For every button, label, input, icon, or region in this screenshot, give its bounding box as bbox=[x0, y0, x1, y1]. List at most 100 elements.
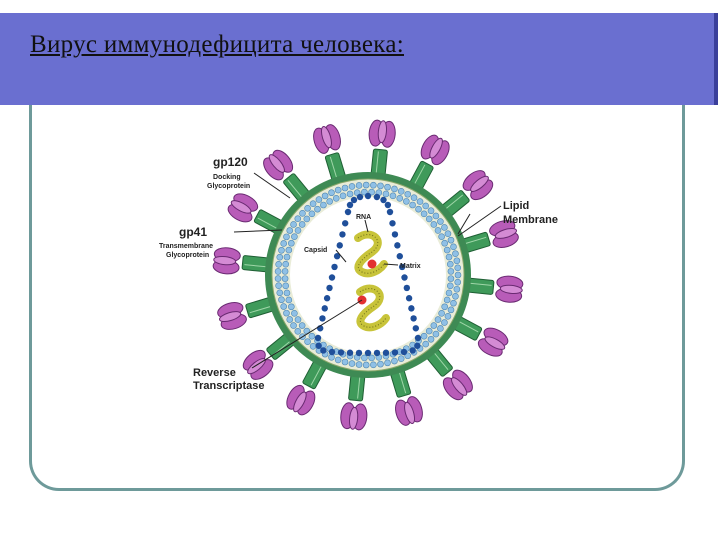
matrix-protein bbox=[382, 190, 390, 198]
matrix-protein bbox=[384, 183, 391, 191]
matrix-protein bbox=[441, 303, 448, 311]
matrix-protein bbox=[396, 195, 404, 202]
matrix-protein bbox=[285, 246, 293, 254]
matrix-protein bbox=[443, 246, 451, 254]
capsid-protein bbox=[344, 208, 352, 216]
capsid-protein bbox=[355, 349, 363, 357]
matrix-protein bbox=[391, 185, 398, 193]
capsid-protein bbox=[400, 348, 408, 356]
capsid-protein bbox=[405, 295, 413, 302]
label-gp41-sub2: Glycoprotein bbox=[166, 252, 209, 259]
glycoprotein-spike bbox=[409, 134, 450, 190]
matrix-protein bbox=[370, 361, 377, 369]
capsid-protein bbox=[333, 253, 341, 260]
matrix-protein bbox=[432, 212, 440, 220]
matrix-protein bbox=[308, 332, 316, 340]
matrix-protein bbox=[309, 200, 317, 207]
gp41-stalk bbox=[348, 373, 366, 402]
matrix-protein bbox=[453, 285, 461, 293]
glycoprotein-spike bbox=[227, 193, 283, 234]
matrix-protein bbox=[282, 260, 290, 268]
matrix-protein bbox=[362, 181, 370, 189]
label-capsid: Capsid bbox=[304, 247, 327, 254]
capsid-protein bbox=[319, 315, 326, 322]
gp120-lobe-center bbox=[404, 401, 416, 424]
matrix-protein bbox=[377, 360, 384, 368]
capsid-protein bbox=[356, 193, 364, 201]
matrix-protein bbox=[368, 354, 375, 362]
matrix-protein bbox=[384, 359, 391, 367]
capsid-protein bbox=[389, 220, 396, 227]
matrix-protein bbox=[453, 257, 461, 265]
capsid-protein bbox=[384, 201, 392, 209]
matrix-protein bbox=[446, 260, 454, 268]
matrix-protein bbox=[276, 253, 284, 261]
capsid-protein bbox=[328, 348, 336, 356]
gp41-stalk bbox=[241, 255, 270, 273]
label-reverse: Reverse bbox=[193, 367, 236, 379]
matrix-protein bbox=[291, 310, 298, 317]
capsid-protein bbox=[323, 295, 331, 302]
matrix-protein bbox=[278, 296, 285, 304]
matrix-protein bbox=[450, 299, 457, 307]
gp120-lobe-center bbox=[451, 377, 468, 396]
capsid-protein bbox=[396, 253, 403, 260]
matrix-protein bbox=[276, 289, 284, 297]
matrix-protein bbox=[315, 196, 323, 203]
matrix-protein bbox=[361, 354, 368, 362]
label-membrane: Membrane bbox=[503, 214, 558, 226]
capsid-protein bbox=[328, 274, 336, 281]
matrix-protein bbox=[298, 322, 306, 329]
matrix-protein bbox=[444, 230, 452, 237]
gp120-lobe-center bbox=[499, 284, 523, 295]
gp120-lobe-center bbox=[377, 120, 388, 144]
title-band: Вирус иммунодефицита человека: bbox=[0, 13, 718, 111]
matrix-protein bbox=[420, 210, 428, 218]
glycoprotein-spike bbox=[286, 360, 327, 416]
matrix-protein bbox=[334, 186, 342, 194]
matrix-protein bbox=[454, 271, 462, 279]
matrix-protein bbox=[320, 201, 327, 209]
matrix-protein bbox=[425, 215, 433, 223]
matrix-protein bbox=[441, 319, 448, 326]
glycoprotein-spike bbox=[212, 247, 270, 275]
matrix-protein bbox=[328, 189, 335, 197]
capsid-protein bbox=[398, 263, 406, 271]
title-band-edge bbox=[714, 13, 718, 105]
gp120-lobe-center bbox=[429, 137, 443, 159]
matrix-protein bbox=[314, 205, 321, 213]
matrix-protein bbox=[339, 192, 347, 200]
glycoprotein-spike bbox=[453, 316, 509, 357]
capsid-protein bbox=[373, 349, 381, 357]
matrix-protein bbox=[341, 358, 349, 366]
matrix-protein bbox=[346, 190, 354, 198]
matrix-protein bbox=[443, 296, 451, 304]
matrix-protein bbox=[452, 250, 459, 258]
label-rna: RNA bbox=[356, 214, 371, 221]
matrix-protein bbox=[370, 181, 377, 189]
capsid-protein bbox=[314, 334, 322, 342]
matrix-protein bbox=[447, 275, 455, 282]
capsid-protein bbox=[401, 274, 408, 281]
matrix-protein bbox=[274, 275, 282, 282]
gp120-lobe-center bbox=[219, 311, 242, 323]
leader-lines bbox=[233, 172, 502, 369]
matrix-protein bbox=[450, 243, 457, 251]
matrix-protein bbox=[437, 325, 444, 332]
label-gp120: gp120 bbox=[213, 155, 248, 169]
matrix-protein bbox=[452, 292, 459, 300]
label-lipid: Lipid bbox=[503, 200, 529, 212]
matrix-protein bbox=[283, 309, 290, 317]
glycoprotein-spike bbox=[466, 275, 524, 303]
matrix-protein bbox=[389, 192, 397, 200]
reverse-transcriptase-dot-upper bbox=[367, 259, 377, 269]
matrix-protein bbox=[274, 268, 282, 275]
rna-strand-lower-line bbox=[359, 288, 387, 328]
gp41-stalk bbox=[466, 277, 495, 295]
matrix-protein bbox=[334, 356, 342, 364]
matrix-protein bbox=[278, 246, 285, 254]
matrix-protein bbox=[280, 303, 288, 310]
matrix-protein bbox=[377, 182, 384, 190]
label-gp120-sub1: Docking bbox=[213, 174, 241, 181]
